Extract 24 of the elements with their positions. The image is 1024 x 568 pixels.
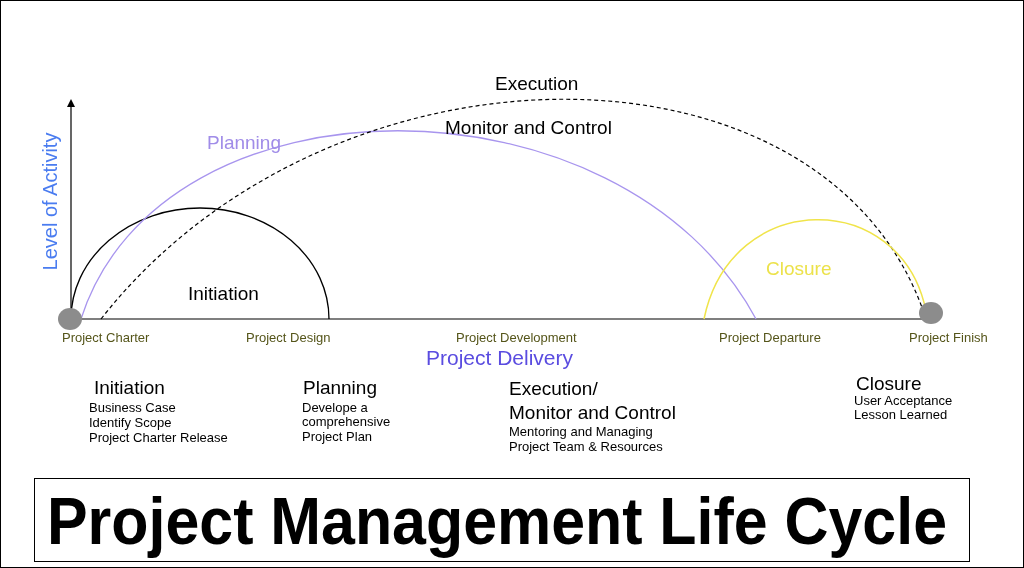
milestone-label: Project Design bbox=[246, 331, 331, 346]
milestone-label: Project Departure bbox=[719, 331, 821, 346]
milestone-label: Project Development bbox=[456, 331, 577, 346]
phase-heading: Closure bbox=[856, 373, 922, 395]
phase-task: Lesson Learned bbox=[854, 408, 948, 423]
curve-label: Monitor and Control bbox=[445, 117, 612, 139]
title: Project Management Life Cycle bbox=[47, 483, 947, 559]
milestone-label: Project Finish bbox=[909, 331, 988, 346]
curve-label: Planning bbox=[207, 132, 281, 154]
phase-task: Project Charter Release bbox=[89, 431, 228, 446]
curve-label: Initiation bbox=[188, 283, 259, 305]
milestone-label: Project Charter bbox=[62, 331, 150, 346]
curve-label: Closure bbox=[766, 258, 832, 280]
phase-task: User Acceptance bbox=[854, 394, 953, 409]
phase-heading: Execution/ Monitor and Control bbox=[509, 377, 676, 425]
phase-task: Mentoring and Managing Project Team & Resources bbox=[509, 425, 663, 455]
phase-task: Business Case bbox=[89, 401, 176, 416]
curve-label: Execution bbox=[495, 73, 579, 95]
axis-label: Level of Activity bbox=[39, 132, 63, 270]
phase-heading: Initiation bbox=[94, 377, 165, 399]
phase-task: Develope a comprehensive Project Plan bbox=[302, 401, 391, 444]
phase-task: Identify Scope bbox=[89, 416, 172, 431]
phase-heading: Planning bbox=[303, 377, 377, 399]
axis-label: Project Delivery bbox=[426, 346, 574, 371]
